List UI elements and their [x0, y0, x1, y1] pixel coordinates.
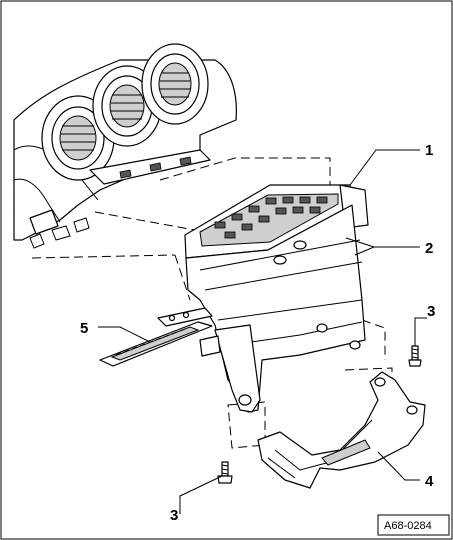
part-3-screw-upper [408, 345, 422, 367]
reference-code: A68-0284 [384, 520, 432, 532]
part-1-mounting-bracket [184, 184, 369, 413]
callout-3-upper: 3 [427, 303, 435, 320]
leader-lines [98, 149, 427, 514]
dashboard-vents [13, 43, 237, 249]
callout-1: 1 [425, 142, 433, 159]
callout-4: 4 [425, 473, 434, 490]
callout-5: 5 [80, 320, 88, 337]
reference-code-box: A68-0284 [377, 514, 450, 536]
part-4-support-bracket [257, 371, 426, 489]
part-3-screw-lower [217, 461, 233, 484]
callout-3-lower: 3 [170, 507, 178, 524]
part-5-trim-strip [99, 307, 213, 367]
callout-2: 2 [425, 240, 433, 257]
